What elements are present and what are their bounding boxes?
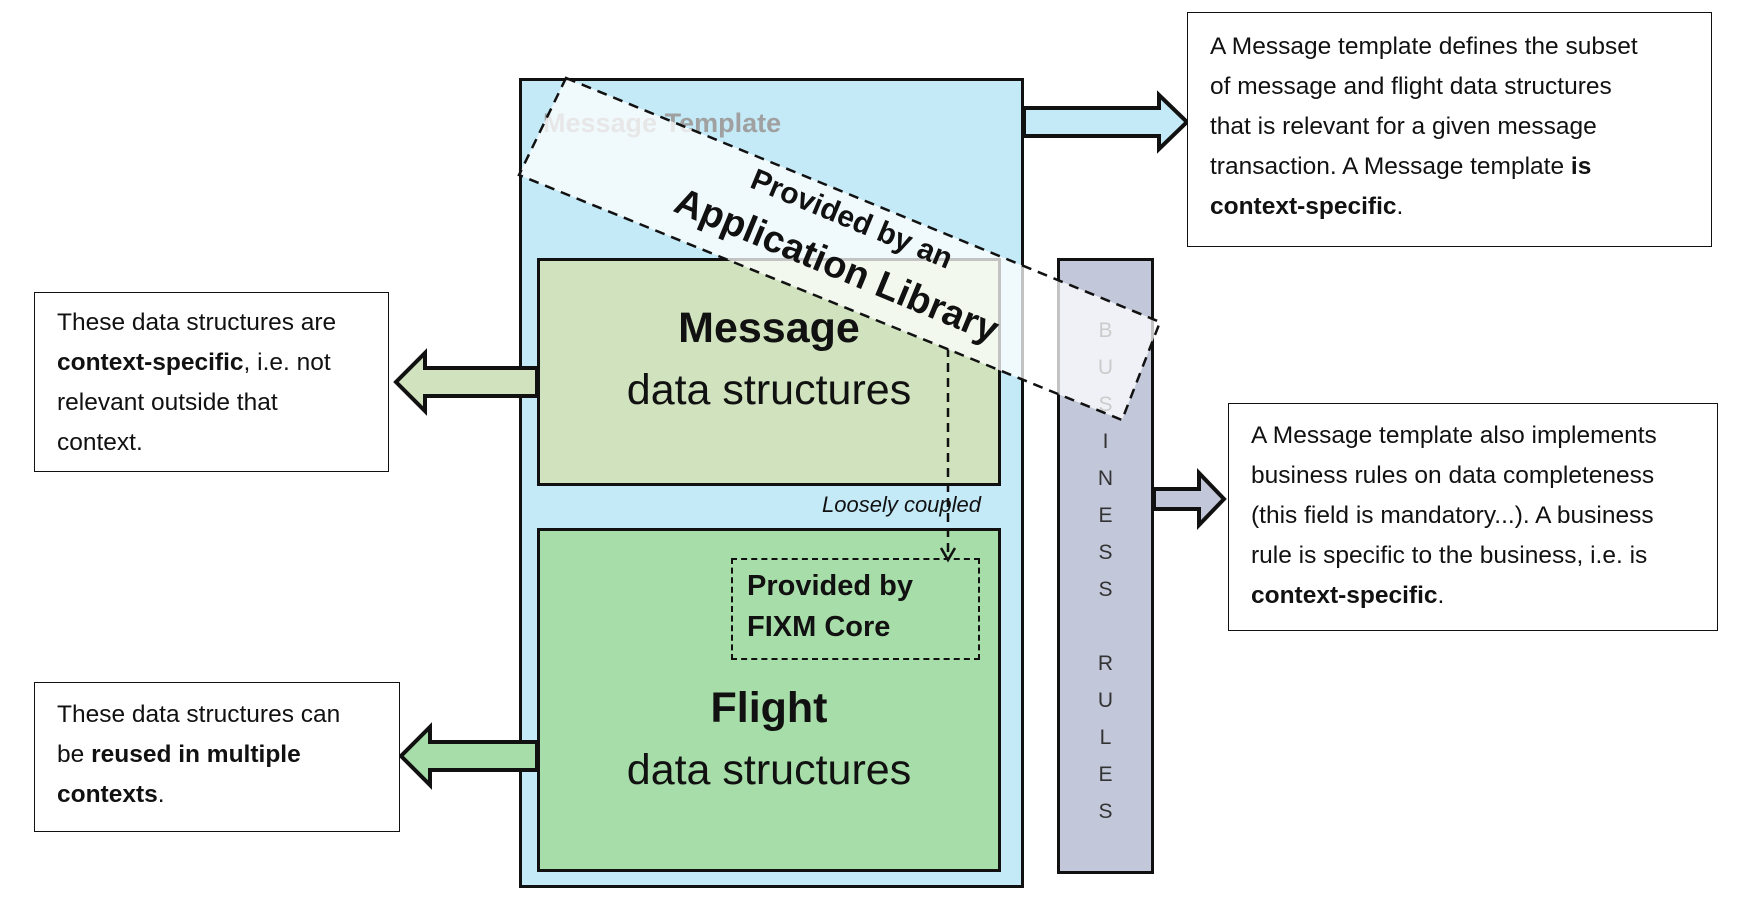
callout-line: that is relevant for a given message [1210,113,1597,140]
callout-text: . [157,781,165,808]
callout-text: transaction. A Message template [1210,153,1565,180]
callout-bold-text: context-specific [57,349,244,376]
callout-line: be reused in multiple [57,735,377,775]
callout-line: transaction. A Message template is [1210,147,1689,187]
rules-callout: A Message template also implements busin… [1228,403,1718,631]
rules-letter: I [1102,430,1109,453]
fixm-line-1: Provided by [747,570,913,602]
callout-line: A Message template defines the subset [1210,33,1638,60]
message-subtitle: data structures [626,366,912,414]
arrow-to-message-callout [393,348,539,416]
rules-letter: N [1097,467,1114,490]
callout-line: A Message template also implements [1251,422,1657,449]
callout-line: rule is specific to the business, i.e. i… [1251,542,1648,569]
callout-text: . [1396,193,1404,220]
rules-letter: L [1099,726,1112,749]
rules-gap [1057,608,1154,645]
message-title: Message [678,304,860,352]
rules-letter: E [1098,504,1113,527]
callout-bold-text: reused in multiple [91,741,301,768]
callout-line: context-specific, i.e. not [57,343,366,383]
loosely-coupled-label: Loosely coupled [822,492,982,517]
callout-bold-text: is [1570,153,1592,180]
rules-letter: U [1097,356,1114,379]
callout-line: context-specific. [1251,576,1695,616]
flight-callout: These data structures can be reused in m… [34,682,400,832]
callout-bold-text: context-specific [1210,193,1397,220]
rules-letter: S [1098,800,1113,823]
arrow-to-rules-callout [1152,468,1227,530]
rules-letter: E [1098,763,1113,786]
callout-line: contexts. [57,775,377,815]
rules-letter: S [1098,393,1113,416]
callout-line: context. [57,429,143,456]
message-template-label: Message Template [543,108,782,138]
flight-data-structures-box [537,528,1001,872]
callout-line: These data structures can [57,701,341,728]
callout-line: relevant outside that [57,389,278,416]
arrow-to-template-callout [1022,90,1190,154]
message-callout: These data structures are context-specif… [34,292,389,472]
rules-letter: S [1098,578,1113,601]
callout-line: business rules on data completeness [1251,462,1655,489]
rules-letter: B [1098,319,1113,342]
rules-letter: S [1098,541,1113,564]
business-rules-label: B U S I N E S S R U L E S [1057,312,1154,830]
callout-text: . [1437,582,1445,609]
callout-bold-text: context-specific [1251,582,1438,609]
callout-line: (this field is mandatory...). A business [1251,502,1654,529]
callout-line: context-specific. [1210,187,1689,227]
arrow-to-flight-callout [398,722,539,790]
callout-bold-text: contexts [57,781,158,808]
fixm-core-label: Provided by FIXM Core [747,566,913,648]
callout-text: be [57,741,85,768]
callout-text: , i.e. not [243,349,331,376]
flight-subtitle: data structures [626,746,912,794]
rules-letter: R [1097,652,1114,675]
callout-line: These data structures are [57,309,337,336]
rules-letter: U [1097,689,1114,712]
callout-line: of message and flight data structures [1210,73,1612,100]
fixm-line-2: FIXM Core [747,611,891,643]
template-callout: A Message template defines the subset of… [1187,12,1712,247]
flight-title: Flight [710,684,828,732]
fixm-core-box [731,558,980,660]
